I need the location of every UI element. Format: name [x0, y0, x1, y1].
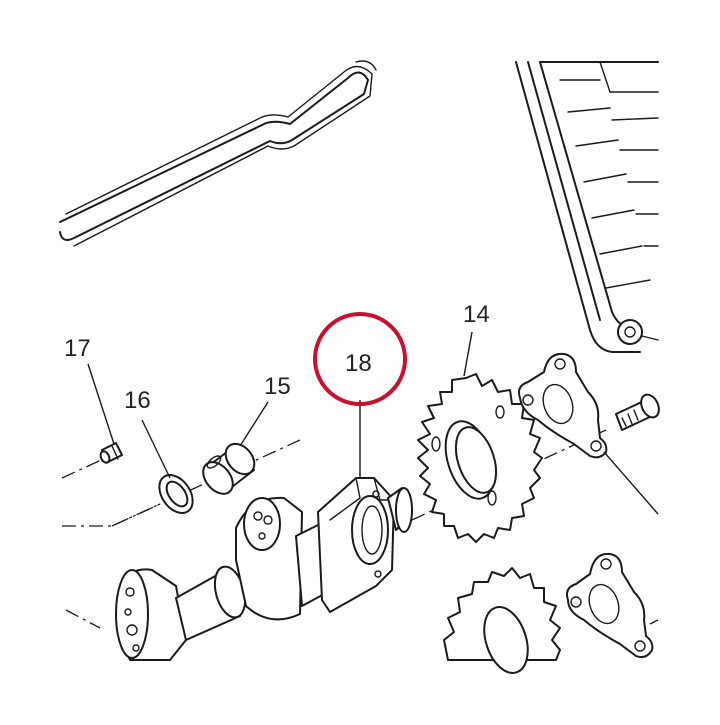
highlight-circle [313, 312, 407, 406]
callout-18-label: 18 [345, 350, 372, 377]
gear-lower-part [443, 567, 561, 674]
callout-14-label: 14 [463, 301, 490, 328]
dowel-pin-part [99, 442, 123, 464]
callout-16-label: 16 [124, 387, 151, 414]
o-ring-part [158, 474, 194, 514]
leader-lines [87, 331, 659, 625]
flange-plate-lower-part [566, 552, 654, 659]
head-casing [515, 61, 659, 353]
bolt-part [615, 393, 660, 431]
gear-part [417, 373, 543, 543]
callout-15-label: 15 [264, 373, 291, 400]
flange-plate-part [518, 352, 608, 459]
camshaft-part [115, 477, 413, 661]
callout-17-label: 17 [64, 335, 91, 362]
plug-part [202, 442, 256, 495]
cover-gasket [59, 60, 377, 247]
